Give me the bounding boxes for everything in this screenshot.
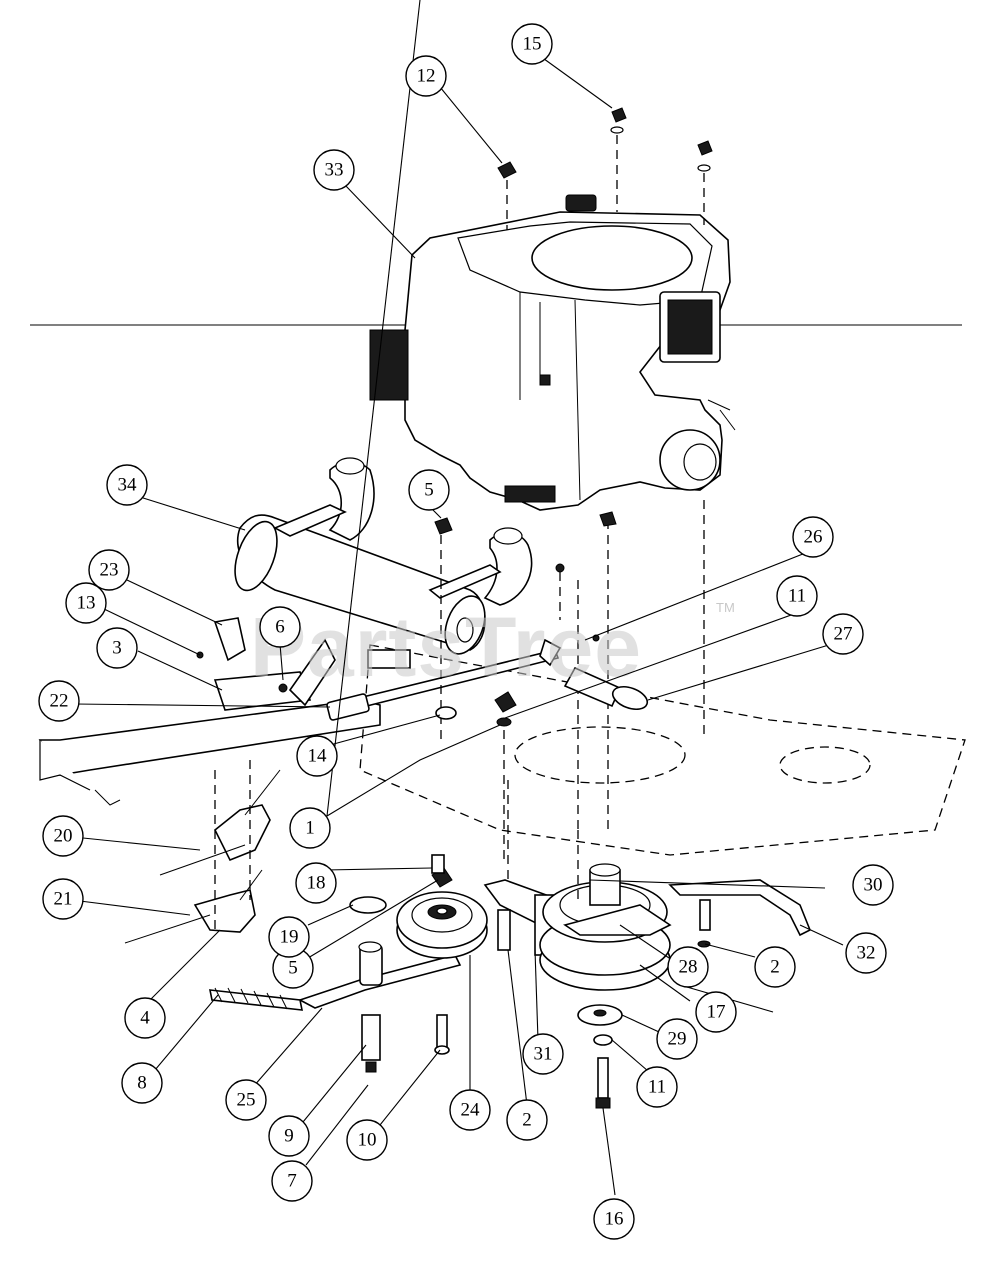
- callout-24[interactable]: 24: [449, 1089, 491, 1131]
- callout-16[interactable]: 16: [593, 1198, 635, 1240]
- callout-16-label: 16: [605, 1209, 624, 1230]
- callout-9[interactable]: 9: [268, 1115, 310, 1157]
- callout-18-label: 18: [307, 873, 326, 894]
- idler-arm-assembly: [209, 867, 462, 1073]
- callout-7[interactable]: 7: [271, 1160, 313, 1202]
- callout-15[interactable]: 15: [511, 23, 553, 65]
- watermark: PartsTree TM: [250, 600, 735, 694]
- callout-20[interactable]: 20: [42, 815, 84, 857]
- callout-31[interactable]: 31: [522, 1033, 564, 1075]
- callout-24-label: 24: [461, 1100, 481, 1121]
- callout-17-label: 17: [707, 1002, 726, 1023]
- callout-17[interactable]: 17: [695, 991, 737, 1033]
- callout-32[interactable]: 32: [845, 932, 887, 974]
- callout-21-label: 21: [54, 889, 73, 910]
- callout-5-muffler[interactable]: 5: [408, 469, 450, 511]
- callout-26[interactable]: 26: [792, 516, 834, 558]
- callout-12-label: 12: [417, 66, 436, 87]
- callout-33[interactable]: 33: [313, 149, 355, 191]
- idler-pulley: [396, 891, 488, 959]
- callout-13[interactable]: 13: [65, 582, 107, 624]
- callout-30[interactable]: 30: [852, 864, 894, 906]
- callout-23[interactable]: 23: [88, 549, 130, 591]
- callout-26-label: 26: [804, 527, 823, 548]
- callout-2-clutch-label: 2: [770, 957, 780, 978]
- callout-27-label: 27: [834, 624, 853, 645]
- callout-11-bottom[interactable]: 11: [636, 1066, 678, 1108]
- callout-27[interactable]: 27: [822, 613, 864, 655]
- callout-25-label: 25: [237, 1090, 256, 1111]
- callout-14-label: 14: [308, 746, 328, 767]
- callout-3-label: 3: [112, 638, 122, 659]
- control-cables: [124, 760, 281, 944]
- callout-28-label: 28: [679, 957, 698, 978]
- callout-10-label: 10: [358, 1130, 377, 1151]
- callout-29-label: 29: [668, 1029, 687, 1050]
- pto-clutch-assembly: [483, 780, 812, 1109]
- callout-1[interactable]: 1: [289, 807, 331, 849]
- callout-23-label: 23: [100, 560, 119, 581]
- callout-11-top-label: 11: [788, 586, 806, 607]
- callout-29[interactable]: 29: [656, 1018, 698, 1060]
- callout-5-muffler-label: 5: [424, 480, 434, 501]
- callout-10[interactable]: 10: [346, 1119, 388, 1161]
- watermark-trademark: TM: [716, 600, 735, 615]
- callout-11-top[interactable]: 11: [776, 575, 818, 617]
- callout-15-label: 15: [523, 34, 542, 55]
- callout-19-label: 19: [280, 927, 299, 948]
- callout-22-label: 22: [50, 691, 69, 712]
- misc-hardware: [431, 511, 617, 874]
- callout-11-bottom-label: 11: [648, 1077, 666, 1098]
- callout-19[interactable]: 19: [268, 916, 310, 958]
- callout-4-label: 4: [140, 1008, 150, 1029]
- leader-lines: [74, 0, 844, 1196]
- callout-20-label: 20: [54, 826, 73, 847]
- callout-1-label: 1: [305, 818, 315, 839]
- callout-25[interactable]: 25: [225, 1079, 267, 1121]
- callouts: 1 2 2 3 4 5 5 6 7 8 9 10 11 11 12 13 14 …: [38, 23, 894, 1240]
- callout-28[interactable]: 28: [667, 946, 709, 988]
- callout-6-label: 6: [275, 617, 285, 638]
- callout-2-bolt-label: 2: [522, 1110, 532, 1131]
- callout-2-bolt[interactable]: 2: [506, 1099, 548, 1141]
- watermark-text: PartsTree: [250, 600, 642, 694]
- callout-33-label: 33: [325, 160, 344, 181]
- callout-34-label: 34: [118, 475, 138, 496]
- callout-12[interactable]: 12: [405, 55, 447, 97]
- callout-7-label: 7: [287, 1171, 297, 1192]
- callout-30-label: 30: [864, 875, 883, 896]
- callout-22[interactable]: 22: [38, 680, 80, 722]
- callout-9-label: 9: [284, 1126, 294, 1147]
- callout-34[interactable]: 34: [106, 464, 148, 506]
- frame-deck: [359, 500, 966, 856]
- callout-8[interactable]: 8: [121, 1062, 163, 1104]
- callout-14[interactable]: 14: [296, 735, 338, 777]
- callout-3[interactable]: 3: [96, 627, 138, 669]
- callout-2-clutch[interactable]: 2: [754, 946, 796, 988]
- callout-6[interactable]: 6: [259, 606, 301, 648]
- callout-32-label: 32: [857, 943, 876, 964]
- muffler-assembly: [234, 457, 533, 655]
- callout-4[interactable]: 4: [124, 997, 166, 1039]
- callout-31-label: 31: [534, 1044, 553, 1065]
- side-rail: [38, 699, 381, 806]
- callout-5-idler-label: 5: [288, 958, 298, 979]
- callout-13-label: 13: [77, 593, 96, 614]
- engine-assembly: [369, 194, 736, 511]
- callout-8-label: 8: [137, 1073, 147, 1094]
- callout-18[interactable]: 18: [295, 862, 337, 904]
- engine-bolts: [497, 107, 713, 230]
- callout-21[interactable]: 21: [42, 878, 84, 920]
